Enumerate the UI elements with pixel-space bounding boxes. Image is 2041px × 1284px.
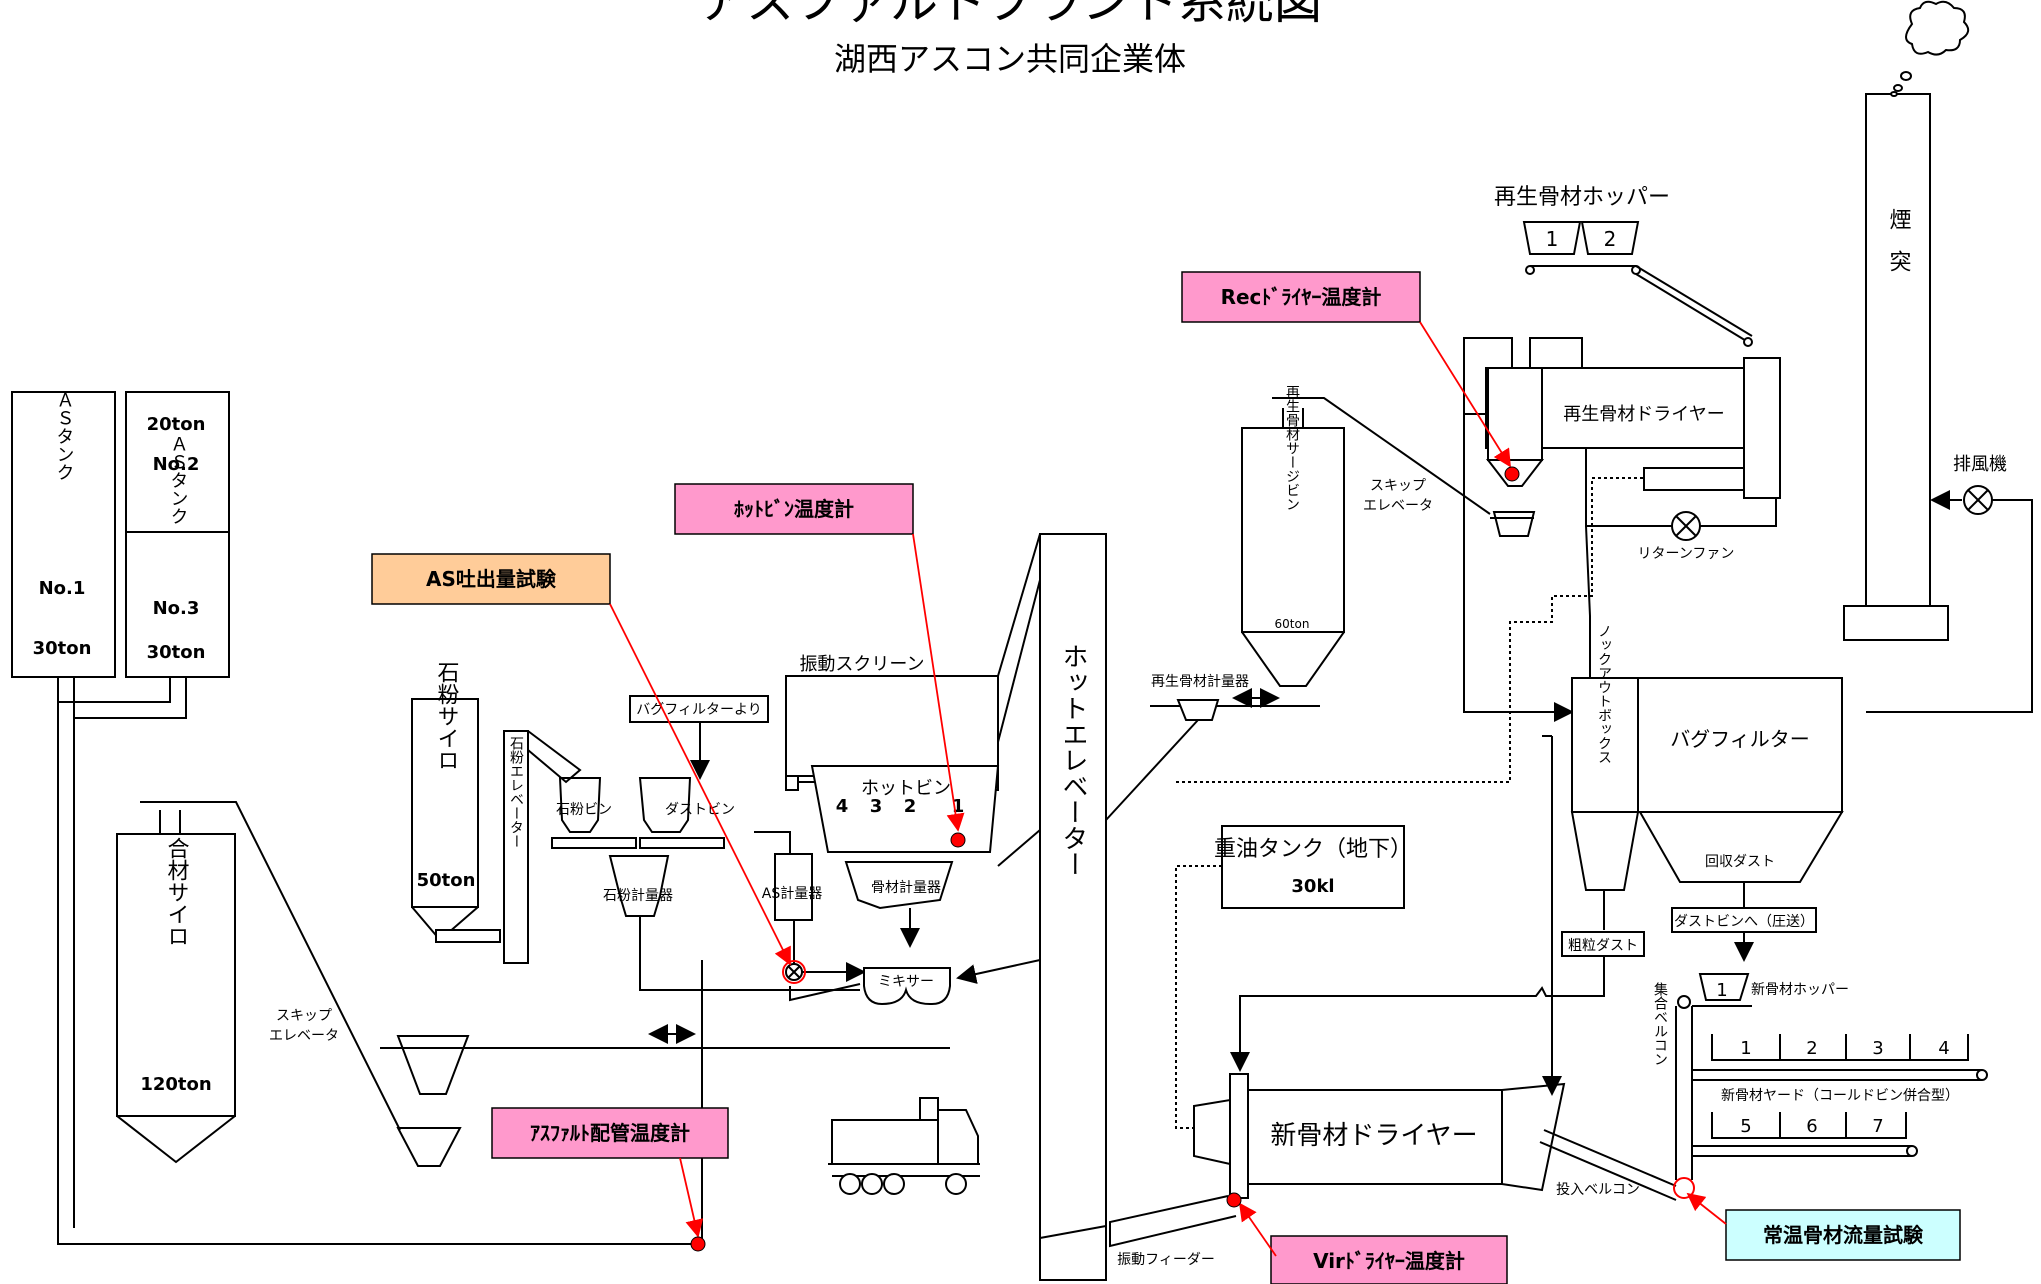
dust-bin-label: ダストビン [665,802,735,818]
recycled-hopper-1: 1 [1546,227,1559,251]
callout-rec-dryer-thermometer [1181,271,1421,323]
to-dust-bin-label: ダストビンへ（圧送） [1674,914,1814,930]
as-tank-3-no: No.3 [153,598,200,619]
stone-powder-elevator [503,730,529,964]
recycled-scale-label: 再生骨材計量器 [1151,674,1249,690]
stone-powder-silo-capacity: 50ton [417,870,476,891]
flow-test-marker [1673,1177,1695,1199]
as-tank-3-capacity: 30ton [147,642,206,663]
vibrating-feeder-label: 振動フィーダー [1117,1252,1215,1268]
callout-ambient-aggregate-flow-test-text: 常温骨材流量試験 [1763,1223,1924,1247]
recovered-dust-label: 回収ダスト [1705,854,1775,870]
callout-as-discharge-test-text: AS吐出量試験 [426,567,557,591]
chimney [1865,93,1931,607]
as-tank-1-capacity: 30ton [33,638,92,659]
skip-elevator-left-line1: スキップ [276,1008,332,1024]
heavy-oil-tank-capacity: 30kl [1291,876,1334,897]
yard-bin-4: 4 [1938,1038,1949,1059]
hot-bin-3: 3 [870,796,883,817]
recycled-hopper-2: 2 [1604,227,1617,251]
callout-vir-dryer-thermometer [1270,1235,1508,1284]
bag-filter-label: バグフィルター [1670,727,1810,751]
sensor-vir-dryer [1226,1192,1242,1208]
as-tank-1-no: No.1 [39,578,86,599]
callout-ambient-aggregate-flow-test [1725,1209,1961,1261]
recycled-surge-bin-capacity: 60ton [1275,617,1310,631]
as-tank-1-name: ＡＳタンク [54,391,75,481]
as-test-marker [782,960,806,984]
yard-bin-6: 6 [1806,1116,1817,1137]
coarse-dust-label: 粗粒ダスト [1568,938,1638,954]
skip-elevator-left-line2: エレベータ [269,1028,339,1044]
mixer [863,967,951,1006]
as-tank-23 [125,391,230,678]
aggregate-scale-label: 骨材計量器 [871,880,941,896]
new-aggregate-hopper-no: 1 [1716,980,1727,1001]
mixer-label: ミキサー [878,974,934,990]
heavy-oil-tank-name: 重油タンク（地下） [1214,837,1412,862]
vibrating-screen-label: 振動スクリーン [799,654,924,675]
mixed-silo-capacity: 120ton [140,1074,211,1095]
as-tank-2-capacity: 20ton [147,414,206,435]
knockout-box [1571,677,1639,813]
as-tank-23-name: ＡＳタンク [168,435,189,525]
stone-powder-scale-label: 石粉計量器 [603,888,673,904]
stone-powder-silo [411,698,479,908]
input-belt-conveyor-label: 投入ベルコン [1556,1182,1640,1198]
stone-powder-elevator-label: 石粉エレベーター [508,736,524,848]
new-aggregate-yard-label: 新骨材ヤード（コールドビン併合型） [1721,1088,1959,1104]
hot-elevator-label: ホットエレベーター [1058,643,1088,877]
hot-elevator [1039,533,1107,1281]
chimney-label: 煙突 [1886,208,1912,292]
as-scale [774,853,813,921]
vibrating-screen [785,675,999,777]
recycled-dryer-label: 再生骨材ドライヤー [1563,404,1724,425]
recycled-surge-bin-label: 再生骨材サージビン [1284,385,1300,511]
stone-powder-bin-label: 石粉ビン [556,802,612,818]
hot-bin-2: 2 [904,796,917,817]
callout-rec-dryer-thermometer-text: Recﾄﾞﾗｲﾔｰ温度計 [1221,285,1382,309]
callout-as-discharge-test [371,553,611,605]
recycled-hopper-label: 再生骨材ホッパー [1494,185,1670,210]
skip-elevator-right-line2: エレベータ [1363,498,1433,514]
sensor-hot-bin [950,832,966,848]
collecting-belt-conveyor-label: 集合ベルコン [1652,981,1668,1066]
mixed-silo-name: 合材サイロ [164,837,190,947]
new-aggregate-dryer-label: 新骨材ドライヤー [1270,1121,1477,1151]
exhaust-fan-label: 排風機 [1953,454,2007,475]
new-aggregate-dryer [1247,1089,1503,1185]
yard-bin-5: 5 [1740,1116,1751,1137]
hot-bin-4: 4 [836,796,849,817]
return-fan-label: リターンファン [1638,546,1735,562]
sensor-markers [690,466,1520,1252]
hot-bin-label: ホットビン [861,778,951,799]
yard-bin-2: 2 [1806,1038,1817,1059]
as-tank-2-no: No.2 [153,454,200,475]
yard-bin-7: 7 [1872,1116,1883,1137]
diagram-title: アスファルトプラント系統図 [698,0,1322,30]
sensor-rec-dryer [1504,466,1520,482]
dump-truck-icon [828,1097,980,1195]
knockout-box-label: ノックアウトボックス [1596,624,1612,764]
yard-bin-3: 3 [1872,1038,1883,1059]
callout-hot-bin-thermometer [674,483,914,535]
bag-filter [1637,677,1843,813]
diagram-subtitle: 湖西アスコン共同企業体 [834,40,1186,78]
from-bag-filter-label: バグフィルターより [636,702,761,718]
callout-vir-dryer-thermometer-text: Virﾄﾞﾗｲﾔｰ温度計 [1313,1249,1465,1273]
skip-elevator-right-line1: スキップ [1370,478,1426,494]
as-scale-label: AS計量器 [762,886,822,902]
heavy-oil-tank [1221,825,1405,909]
new-aggregate-hopper-label: 新骨材ホッパー [1751,982,1849,998]
callout-asphalt-pipe-thermometer [491,1107,729,1159]
callout-hot-bin-thermometer-text: ﾎｯﾄﾋﾞﾝ温度計 [734,497,854,521]
sensor-asphalt-pipe [690,1236,706,1252]
yard-bin-1: 1 [1740,1038,1751,1059]
callout-asphalt-pipe-thermometer-text: ｱｽﾌｧﾙﾄ配管温度計 [530,1121,690,1145]
as-tank-1 [11,391,116,678]
stone-powder-silo-name: 石粉サイロ [434,661,460,771]
recycled-surge-bin [1241,427,1345,633]
